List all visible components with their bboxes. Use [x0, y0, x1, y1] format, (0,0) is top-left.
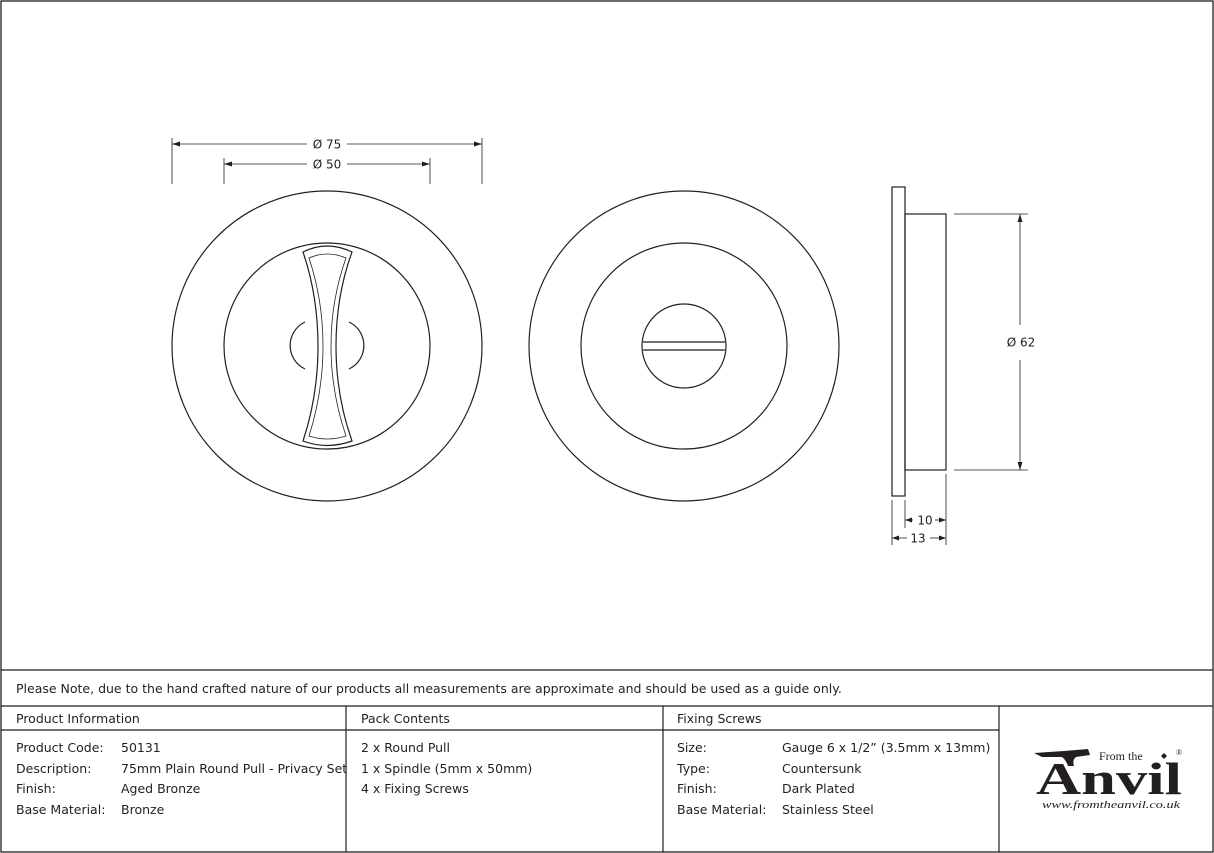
inner-cup-outline — [223, 242, 431, 450]
base-material-label: Base Material: — [16, 801, 106, 817]
finish-label: Finish: — [16, 781, 56, 796]
description-value: 75mm Plain Round Pull - Privacy Set — [121, 760, 348, 776]
release-outer-outline — [528, 190, 840, 502]
spindle-boss-left — [289, 321, 306, 370]
pack-contents-list: 2 x Round Pull 1 x Spindle (5mm x 50mm) … — [361, 738, 532, 800]
logo-svg: From the ® Anvil www.fromtheanvil.co.uk — [1034, 748, 1182, 811]
front-view-turn — [171, 190, 483, 502]
logo-from-the: From the — [1099, 749, 1143, 763]
base-material-value: Bronze — [121, 801, 165, 817]
fixing-screws-header: Fixing Screws — [677, 711, 762, 726]
pack-item: 2 x Round Pull — [361, 740, 451, 755]
screw-material-label: Base Material: — [677, 801, 767, 817]
dim-inner-diameter: Ø 50 — [313, 158, 342, 172]
release-disc — [641, 303, 727, 389]
side-flange — [891, 186, 906, 497]
diamond-icon — [1161, 753, 1167, 759]
anvil-icon — [1034, 749, 1090, 766]
product-info-header: Product Information — [16, 711, 140, 726]
front-view-release — [528, 190, 840, 502]
dimension-labels: Ø 75 Ø 50 Ø 62 10 13 — [313, 138, 1036, 546]
dim-depth-total: 13 — [910, 532, 925, 546]
logo-brand: Anvil — [1036, 753, 1182, 804]
product-code-label: Product Code: — [16, 740, 104, 755]
thumbturn-inner — [308, 253, 347, 440]
dimension-arrows — [172, 141, 1023, 541]
thumbturn-outline — [302, 245, 353, 447]
dim-height: Ø 62 — [1007, 336, 1036, 350]
fixing-screws-labels: Size: Type: Finish: Base Material: — [677, 738, 766, 820]
disclaimer-note: Please Note, due to the hand crafted nat… — [16, 681, 842, 696]
logo-registered: ® — [1176, 748, 1182, 757]
pack-contents-header: Pack Contents — [361, 711, 450, 726]
release-inner-outline — [580, 242, 788, 450]
product-info-values: 50131 75mm Plain Round Pull - Privacy Se… — [121, 738, 347, 820]
product-info-labels: Product Code: Description: Finish: Base … — [16, 738, 105, 820]
screw-finish-label: Finish: — [677, 781, 717, 796]
outer-rose-outline — [171, 190, 483, 502]
logo-url: www.fromtheanvil.co.uk — [1042, 800, 1181, 811]
screw-finish-value: Dark Plated — [782, 781, 855, 796]
screw-type-label: Type: — [677, 760, 710, 776]
fixing-screws-values: Gauge 6 x 1/2” (3.5mm x 13mm) Countersun… — [782, 738, 990, 820]
finish-value: Aged Bronze — [121, 781, 201, 796]
screw-type-value: Countersunk — [782, 760, 862, 776]
pack-item: 1 x Spindle (5mm x 50mm) — [361, 760, 533, 776]
description-label: Description: — [16, 760, 92, 776]
side-view — [891, 186, 947, 497]
dim-depth-inner: 10 — [917, 514, 932, 528]
product-code-value: 50131 — [121, 740, 161, 755]
pack-item: 4 x Fixing Screws — [361, 781, 469, 796]
side-cup — [904, 213, 947, 471]
spindle-boss-right — [348, 321, 365, 370]
screw-material-value: Stainless Steel — [782, 801, 874, 817]
dim-outer-diameter: Ø 75 — [313, 138, 342, 152]
screw-size-label: Size: — [677, 740, 707, 755]
info-table-grid — [1, 669, 1213, 852]
screw-size-value: Gauge 6 x 1/2” (3.5mm x 13mm) — [782, 740, 991, 755]
dimension-lines — [171, 138, 1028, 545]
from-the-anvil-logo: From the ® Anvil www.fromtheanvil.co.uk — [1032, 744, 1192, 814]
